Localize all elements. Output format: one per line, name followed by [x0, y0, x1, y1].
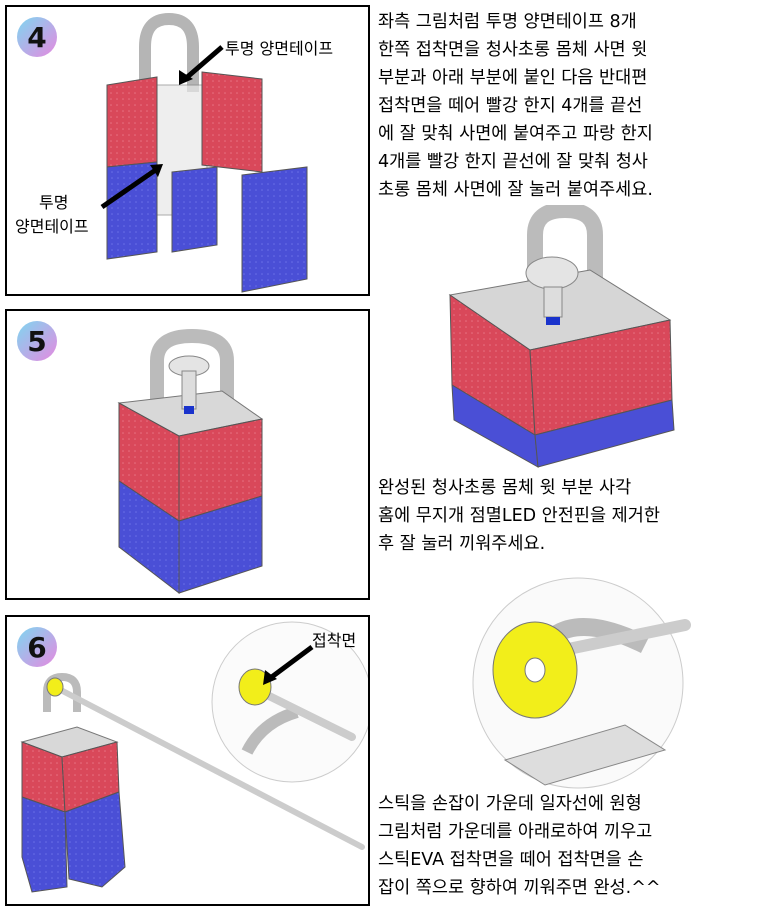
- desc-line: 그림처럼 가운데를 아래로하여 끼우고: [378, 822, 653, 842]
- step6-detail-circle: [472, 577, 691, 789]
- step-number: 6: [27, 630, 47, 664]
- label-transparent-tape-left-line1: 투명: [39, 193, 69, 212]
- desc-line: 후 잘 눌러 끼워주세요.: [378, 534, 546, 554]
- eva-yellow-detail: [238, 668, 272, 706]
- desc-line: 한쪽 접착면을 청사초롱 몸체 사면 윗: [378, 40, 648, 60]
- desc-line: 홈에 무지개 점멸LED 안전핀을 제거한: [378, 506, 660, 526]
- red-paper-right: [201, 71, 263, 173]
- arrow-top: [183, 45, 224, 81]
- label-transparent-tape-top: 투명 양면테이프: [225, 39, 334, 58]
- step6-panel: 6 접착면: [5, 615, 370, 906]
- step4-panel: 4 투명 양면테이프 투명 양면테이프: [5, 5, 370, 296]
- desc-line: 에 잘 맞춰 사면에 붙여주고 파랑 한지: [378, 124, 653, 144]
- led-blue: [184, 406, 194, 414]
- led-cap: [525, 256, 579, 290]
- step4-badge: 4: [17, 17, 57, 57]
- arrow-left: [100, 166, 159, 210]
- step5-description: 완성된 청사초롱 몸체 윗 부분 사각 홈에 무지개 점멸LED 안전핀을 제거…: [378, 474, 756, 558]
- desc-line: 스틱EVA 접착면을 떼어 접착면을 손: [378, 850, 644, 870]
- step6-illustration: [20, 621, 368, 893]
- arrow-adhesive: [267, 644, 314, 682]
- desc-line: 부분과 아래 부분에 붙인 다음 반대편: [378, 68, 648, 88]
- lantern-top-view: [448, 205, 675, 468]
- desc-line: 완성된 청사초롱 몸체 윗 부분 사각: [378, 478, 632, 498]
- desc-line: 4개를 빨강 한지 끝선에 잘 맞춰 청사: [378, 152, 648, 172]
- desc-line: 스틱을 손잡이 가운데 일자선에 원형: [378, 794, 642, 814]
- step6-badge: 6: [17, 627, 57, 667]
- step5-illustration: [117, 328, 264, 595]
- blue-paper-left: [106, 161, 158, 260]
- label-transparent-tape-left-line2: 양면테이프: [15, 217, 89, 236]
- step4-illustration: [100, 12, 308, 293]
- step-number: 4: [27, 20, 47, 54]
- stick: [52, 684, 365, 850]
- step-number: 5: [27, 324, 47, 358]
- handle: [139, 12, 199, 92]
- desc-line: 접착면을 떼어 빨강 한지 4개를 끝선: [378, 96, 643, 116]
- handle: [150, 328, 234, 401]
- step5-badge: 5: [17, 321, 57, 361]
- step6-description: 스틱을 손잡이 가운데 일자선에 원형 그림처럼 가운데를 아래로하여 끼우고 …: [378, 790, 756, 902]
- red-paper-left: [106, 76, 158, 168]
- led-blue: [546, 317, 560, 325]
- label-adhesive-surface: 접착면: [312, 631, 357, 650]
- desc-line: 잡이 쪽으로 향하여 끼워주면 완성.^^: [378, 878, 661, 898]
- blue-right: [178, 495, 263, 594]
- blue-paper-middle: [171, 166, 218, 253]
- desc-line: 좌측 그림처럼 투명 양면테이프 8개: [378, 12, 637, 32]
- desc-line: 초롱 몸체 사면에 잘 눌러 붙여주세요.: [378, 180, 653, 200]
- step4-description: 좌측 그림처럼 투명 양면테이프 8개 한쪽 접착면을 청사초롱 몸체 사면 윗…: [378, 8, 756, 204]
- blue-paper-right: [241, 166, 308, 293]
- step5-panel: 5: [5, 309, 370, 600]
- handle: [527, 205, 603, 285]
- blue-right-face: [534, 399, 675, 468]
